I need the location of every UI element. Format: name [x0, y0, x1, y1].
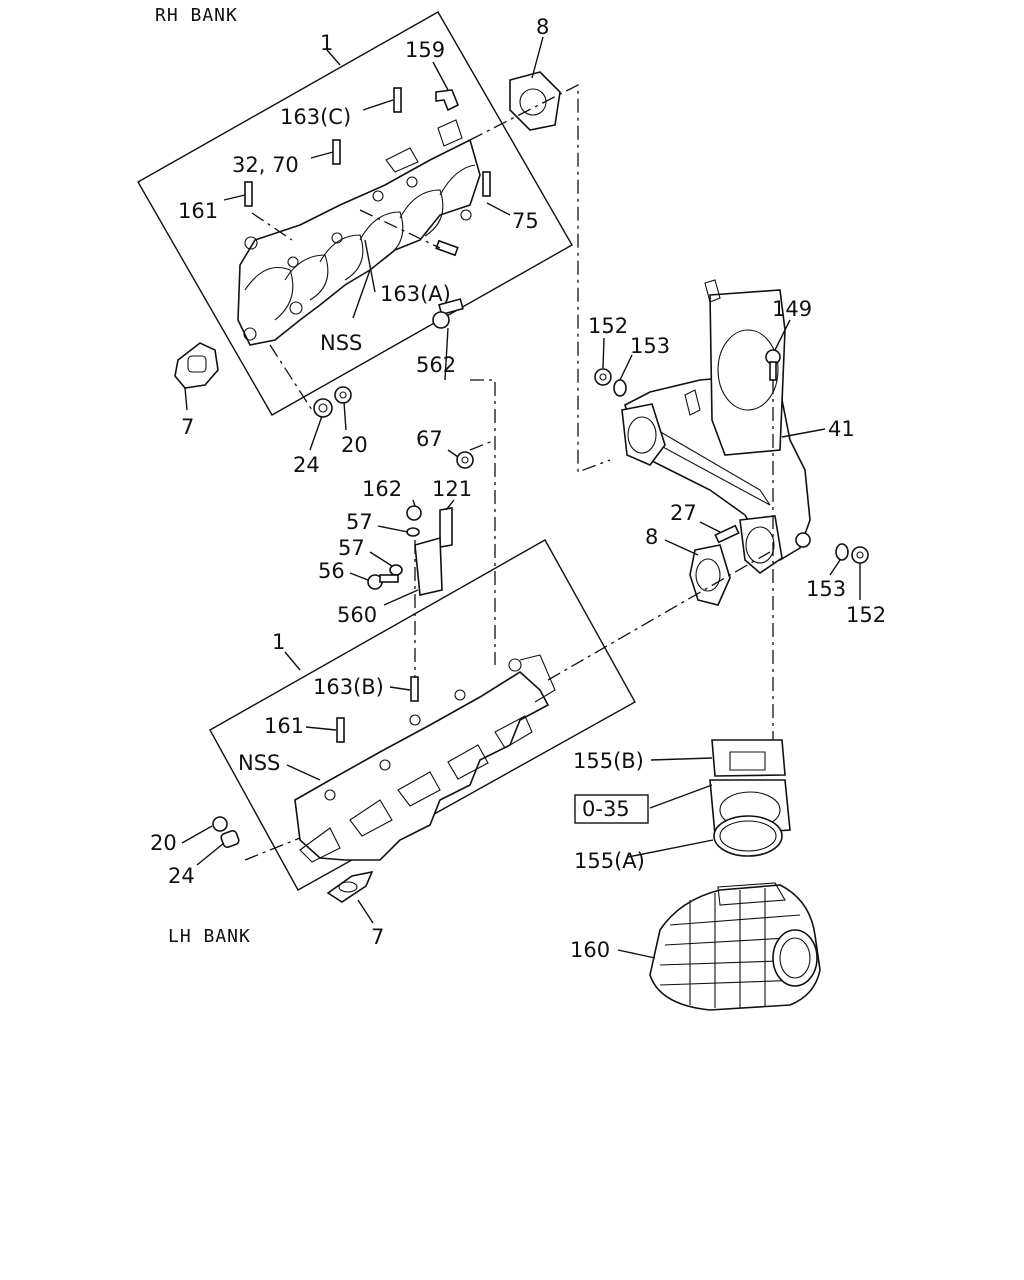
gasket-7-bot	[326, 870, 374, 903]
stud-163a	[435, 239, 459, 257]
callout-56: 56	[318, 559, 345, 583]
bolt-152-top	[594, 368, 612, 386]
callout-155b: 155(B)	[573, 749, 644, 773]
rh-manifold-frame	[137, 11, 573, 416]
centerline-67	[469, 439, 496, 451]
centerline-lh-to-plenum	[547, 551, 771, 681]
callout-153-bot: 153	[806, 577, 846, 601]
gasket-7-top	[174, 342, 219, 389]
stud-161-top	[244, 181, 253, 207]
callout-121: 121	[432, 477, 472, 501]
callout-161-top: 161	[178, 199, 218, 223]
callout-161-bot: 161	[264, 714, 304, 738]
air-duct-160	[649, 882, 821, 1011]
bracket-560	[414, 536, 443, 596]
stud-32-70	[332, 139, 341, 165]
callout-41: 41	[828, 417, 855, 441]
callout-nss-top: NSS	[320, 331, 362, 355]
washer-57-b	[389, 564, 403, 576]
nut-152-bot	[851, 546, 869, 564]
centerline-161	[251, 212, 293, 241]
callout-7-top: 7	[181, 415, 194, 439]
callout-57-a: 57	[346, 510, 373, 534]
nut-24-top	[313, 398, 333, 418]
centerline-163a	[359, 209, 441, 249]
callout-0-35: 0-35	[582, 797, 630, 821]
centerline-24-bot	[244, 837, 301, 861]
washer-57-a	[406, 527, 420, 537]
callout-8-top: 8	[536, 15, 549, 39]
rh-intake-manifold	[237, 119, 481, 346]
callout-152-bot: 152	[846, 603, 886, 627]
callout-24-top: 24	[293, 453, 320, 477]
callout-24-bot: 24	[168, 864, 195, 888]
callout-8-mid: 8	[645, 525, 658, 549]
bracket-121	[439, 507, 453, 548]
callout-163c: 163(C)	[280, 105, 351, 129]
gasket-8-top	[509, 71, 561, 131]
callout-160: 160	[570, 938, 610, 962]
callout-57-b: 57	[338, 536, 365, 560]
callout-163b: 163(B)	[313, 675, 384, 699]
callout-labels: 1 159 8 163(C) 32, 70 161 75 163(A) NSS …	[150, 15, 886, 962]
callout-20-bot: 20	[150, 831, 177, 855]
centerline-562	[470, 379, 496, 665]
callout-159: 159	[405, 38, 445, 62]
washer-153-top	[613, 379, 627, 397]
stud-163c	[393, 87, 402, 113]
nut-162	[406, 505, 422, 521]
gasket-155a	[713, 815, 783, 857]
callout-75: 75	[512, 209, 539, 233]
callout-1-bot: 1	[272, 630, 285, 654]
stud-163b	[410, 676, 419, 702]
callout-152-top: 152	[588, 314, 628, 338]
callout-nss-bot: NSS	[238, 751, 280, 775]
stud-75	[482, 171, 491, 197]
callout-162: 162	[362, 477, 402, 501]
gasket-8-mid	[689, 544, 731, 606]
callout-560: 560	[337, 603, 377, 627]
hose-fitting-159	[435, 89, 460, 112]
rh-bank-header: RH BANK	[155, 5, 238, 26]
centerline-rh-to-plenum	[469, 83, 611, 473]
callout-1-top: 1	[320, 31, 333, 55]
callout-153-top: 153	[630, 334, 670, 358]
callout-27: 27	[670, 501, 697, 525]
nut-20-top	[334, 386, 352, 404]
stud-27	[714, 524, 740, 544]
callout-163a: 163(A)	[380, 282, 451, 306]
callout-7-bot: 7	[371, 925, 384, 949]
nut-20-bot	[212, 816, 228, 832]
leader-lines	[181, 36, 861, 959]
lh-bank-header: LH BANK	[168, 926, 251, 947]
stud-161-bot	[336, 717, 345, 743]
callout-20-top: 20	[341, 433, 368, 457]
nut-24-bot	[220, 830, 240, 848]
nut-67	[456, 451, 474, 469]
bolt-153-bot	[835, 543, 849, 561]
callout-155a: 155(A)	[574, 849, 645, 873]
bolt-56	[367, 574, 399, 590]
intake-plenum-41	[621, 279, 811, 575]
lh-intake-manifold	[294, 654, 556, 863]
callout-562: 562	[416, 353, 456, 377]
plug-152-side	[795, 532, 811, 548]
callout-67: 67	[416, 427, 443, 451]
bolt-562	[432, 298, 464, 329]
gasket-155b	[711, 739, 786, 777]
centerline-24	[269, 344, 313, 411]
callout-32-70: 32, 70	[232, 153, 299, 177]
ref-box-0-35	[574, 794, 649, 824]
lh-manifold-frame	[209, 539, 636, 891]
callout-149: 149	[772, 297, 812, 321]
